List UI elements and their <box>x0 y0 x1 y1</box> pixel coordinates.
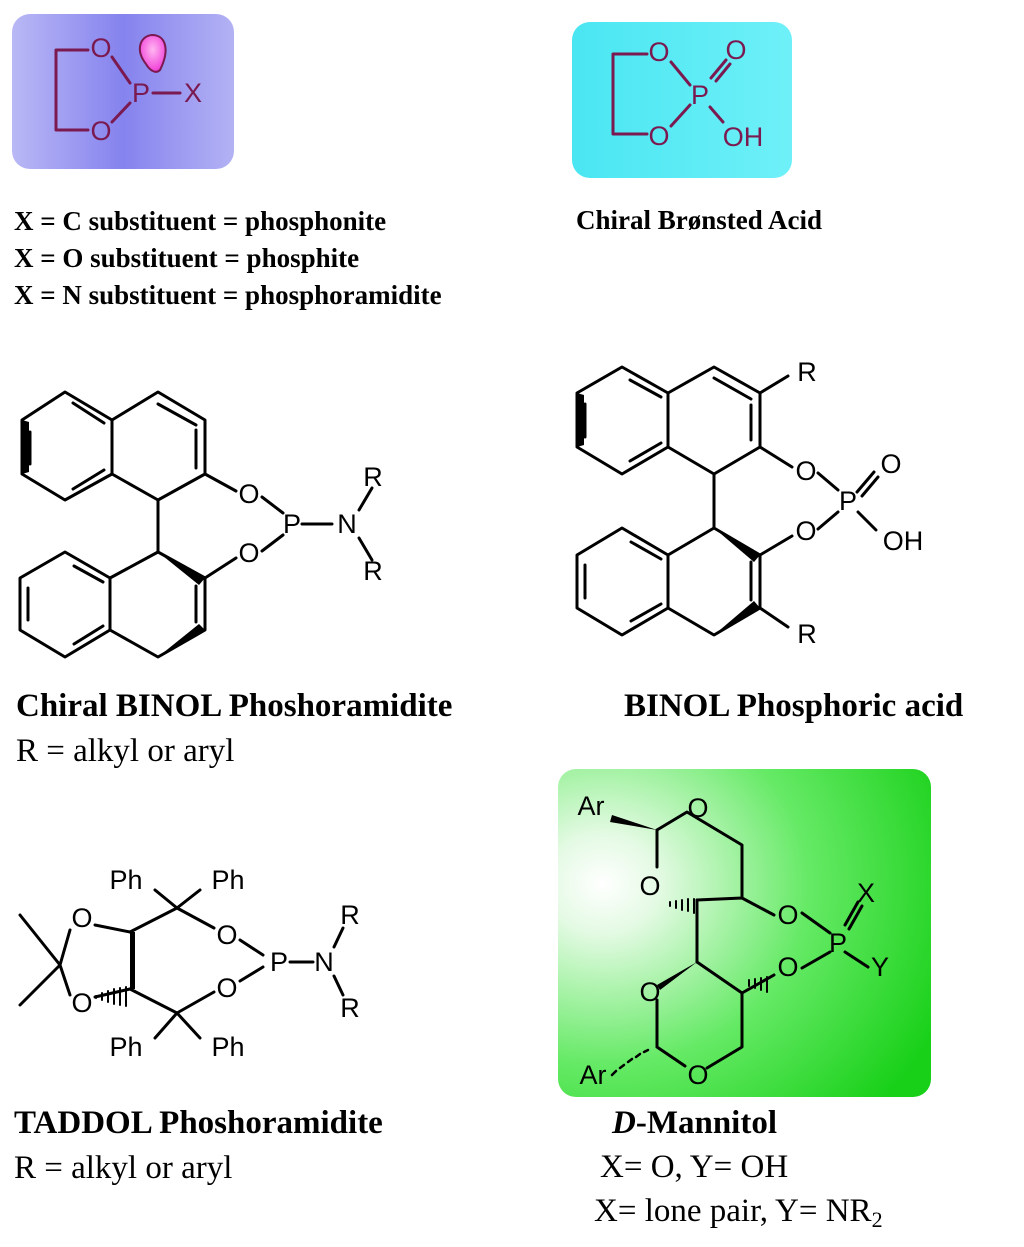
oxygen-atom: O <box>238 538 259 568</box>
binol-phosphoramidite-structure: O O P N R R <box>18 390 383 659</box>
oxygen-atom: O <box>71 903 92 933</box>
oxygen-atom: O <box>880 449 901 479</box>
oxygen-atom: O <box>71 988 92 1018</box>
taddol-r-definition: R = alkyl or aryl <box>14 1150 233 1186</box>
phosphorus-atom: P <box>691 80 709 110</box>
caption-phosphoramidite: X = N substituent = phosphoramidite <box>14 280 442 310</box>
mannitol-line-2-subscript: 2 <box>871 1207 883 1232</box>
r-group: R <box>340 900 360 930</box>
taddol-structure: O O O O P N R R Ph Ph Ph Ph <box>18 865 360 1062</box>
oxygen-atom: O <box>648 121 669 151</box>
oxygen-atom: O <box>216 920 237 950</box>
bronsted-acid-structure: O O P O OH <box>572 22 792 178</box>
phosphorus-atom: P <box>132 78 150 108</box>
hydroxyl-group: OH <box>723 122 764 152</box>
mannitol-caption-prefix: D <box>612 1105 636 1141</box>
y-substituent: Y <box>871 952 889 982</box>
mannitol-line-2-main: X= lone pair, Y= NR <box>594 1193 872 1229</box>
oxygen-atom: O <box>216 973 237 1003</box>
r-group: R <box>797 357 817 387</box>
mannitol-structure: Ar Ar O O O O O O P X Y <box>558 769 931 1097</box>
oxygen-atom: O <box>238 479 259 509</box>
lone-pair-lobe <box>138 33 167 73</box>
hydroxyl-group: OH <box>883 526 924 556</box>
r-group: R <box>797 619 817 649</box>
oxygen-atom: O <box>777 952 798 982</box>
r-group: R <box>340 993 360 1023</box>
phenyl-group: Ph <box>109 1032 142 1062</box>
r-group: R <box>363 556 383 586</box>
phosphite-core-structure: O O P X <box>12 14 234 169</box>
oxygen-atom: O <box>90 33 111 63</box>
caption-phosphite: X = O substituent = phosphite <box>14 243 360 273</box>
phenyl-group: Ph <box>211 1032 244 1062</box>
bronsted-acid-caption: Chiral Brønsted Acid <box>576 205 823 235</box>
oxygen-atom: O <box>90 116 111 146</box>
oxygen-atom: O <box>639 871 660 901</box>
binol-r-definition: R = alkyl or aryl <box>16 733 235 769</box>
mannitol-caption: D-Mannitol <box>612 1105 777 1142</box>
oxygen-atom: O <box>725 35 746 65</box>
r-group: R <box>363 462 383 492</box>
mannitol-box <box>558 769 931 1097</box>
x-substituent: X <box>184 78 202 108</box>
binol-phosphoric-acid-caption: BINOL Phosphoric acid <box>624 688 964 724</box>
oxygen-atom: O <box>648 37 669 67</box>
phosphorus-atom: P <box>283 509 301 539</box>
caption-phosphonite: X = C substituent = phosphonite <box>14 206 387 236</box>
oxygen-atom: O <box>777 900 798 930</box>
phosphite-captions: X = C substituent = phosphonite X = O su… <box>14 203 442 314</box>
binol-phosphoric-acid-structure: R R O O P O OH <box>575 357 924 649</box>
oxygen-atom: O <box>795 516 816 546</box>
nitrogen-atom: N <box>314 947 334 977</box>
oxygen-atom: O <box>795 456 816 486</box>
phosphorus-atom: P <box>829 928 847 958</box>
phenyl-group: Ph <box>109 865 142 895</box>
mannitol-substituent-notes: X= O, Y= OH <box>600 1148 788 1186</box>
phosphorus-atom: P <box>270 947 288 977</box>
mannitol-line-2: X= lone pair, Y= NR2 <box>594 1193 883 1232</box>
mannitol-line-1: X= O, Y= OH <box>600 1149 789 1185</box>
aryl-group: Ar <box>578 791 605 821</box>
nitrogen-atom: N <box>337 509 357 539</box>
taddol-caption: TADDOL Phoshoramidite <box>14 1105 383 1141</box>
binol-phosphoramidite-caption: Chiral BINOL Phoshoramidite <box>16 688 453 724</box>
aryl-group: Ar <box>580 1060 607 1090</box>
phosphorus-atom: P <box>839 486 857 516</box>
oxygen-atom: O <box>639 977 660 1007</box>
oxygen-atom: O <box>687 1060 708 1090</box>
bronsted-acid-box <box>572 22 792 178</box>
mannitol-caption-suffix: -Mannitol <box>635 1105 778 1141</box>
phenyl-group: Ph <box>211 865 244 895</box>
x-substituent: X <box>857 878 875 908</box>
oxygen-atom: O <box>687 793 708 823</box>
